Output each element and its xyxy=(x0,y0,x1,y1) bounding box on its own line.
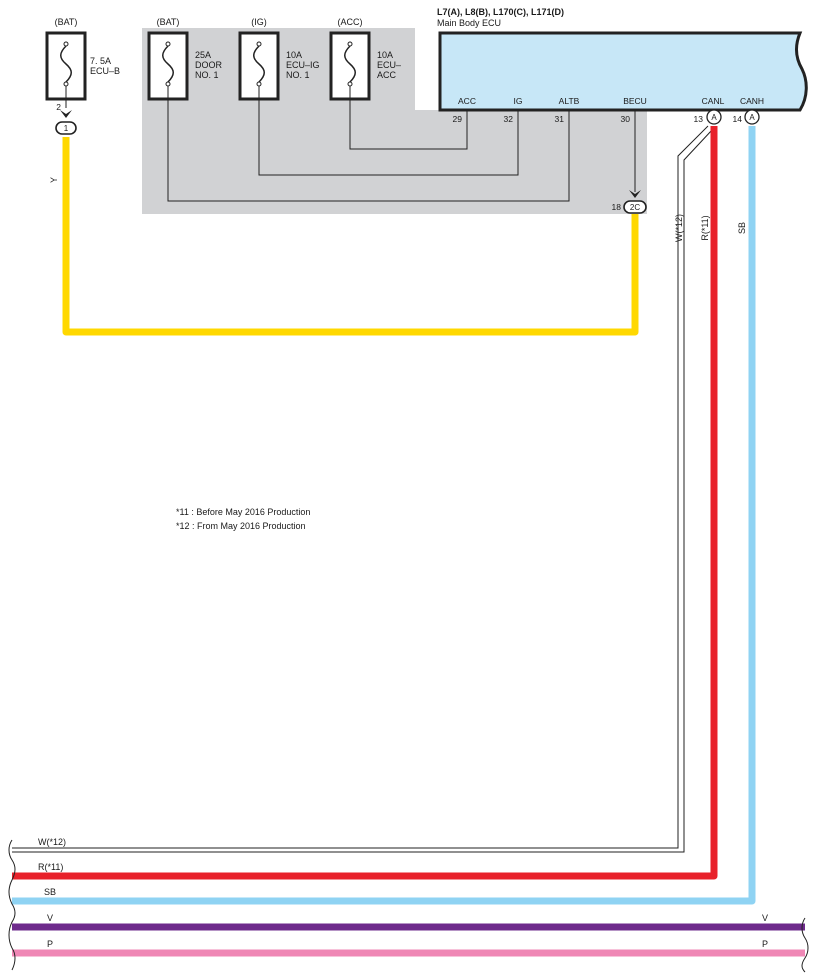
sky-blue-wire xyxy=(12,126,756,905)
pin-number: 29 xyxy=(453,114,463,124)
connector-canh: A xyxy=(744,109,760,125)
terminal-altb: ALTB xyxy=(559,96,580,106)
wire-label-w12: W(*12) xyxy=(674,214,684,242)
internal-wires xyxy=(167,86,636,202)
production-notes: *11 : Before May 2016 Production *12 : F… xyxy=(176,507,310,531)
fuse-name-2: ACC xyxy=(377,70,397,80)
wire-label-v-right: V xyxy=(762,913,768,923)
pin-number: 18 xyxy=(612,202,622,212)
note-12: *12 : From May 2016 Production xyxy=(176,521,306,531)
red-wire xyxy=(12,126,718,880)
fuse-name-2: NO. 1 xyxy=(286,70,310,80)
connector-id: A xyxy=(711,113,717,122)
connector-id: 1 xyxy=(64,124,69,133)
fuse-name: DOOR xyxy=(195,60,223,70)
fuse-supply-label: (BAT) xyxy=(55,17,78,27)
wire-acc xyxy=(349,86,468,150)
wire-label-w12-bottom: W(*12) xyxy=(38,837,66,847)
wire-label-p-left: P xyxy=(47,939,53,949)
wire-ig xyxy=(258,86,519,176)
fuse-name: ECU– xyxy=(377,60,401,70)
fuse-supply-label: (BAT) xyxy=(157,17,180,27)
wire-label-p-right: P xyxy=(762,939,768,949)
wire-altb xyxy=(167,86,570,202)
terminal-canl: CANL xyxy=(702,96,725,106)
wire-label-sb-bottom: SB xyxy=(44,887,56,897)
fuse-name-2: NO. 1 xyxy=(195,70,219,80)
terminal-acc: ACC xyxy=(458,96,476,106)
fuse-rating: 10A xyxy=(377,50,393,60)
fuse-supply-label: (ACC) xyxy=(338,17,363,27)
pin-number: 13 xyxy=(694,114,704,124)
fuse-rating: 7. 5A xyxy=(90,56,111,66)
fuse-name: ECU–IG xyxy=(286,60,320,70)
ecu-name: Main Body ECU xyxy=(437,18,501,28)
junction-ecub: 2 1 xyxy=(55,86,77,135)
pin-number: 31 xyxy=(555,114,565,124)
ecu-connectors: L7(A), L8(B), L170(C), L171(D) xyxy=(437,7,564,17)
ecu-box xyxy=(438,31,808,112)
pin-number: 32 xyxy=(504,114,514,124)
pin-number: 2 xyxy=(56,102,61,112)
fuse-ecu-b: (BAT) 7. 5A ECU–B xyxy=(45,17,120,101)
note-11: *11 : Before May 2016 Production xyxy=(176,507,310,517)
connector-id: A xyxy=(749,113,755,122)
fuse-supply-label: (IG) xyxy=(251,17,267,27)
pin-number: 30 xyxy=(621,114,631,124)
white-wire xyxy=(12,125,713,853)
connector-id: 2C xyxy=(630,203,640,212)
wire-label-y: Y xyxy=(49,177,59,183)
connector-canl: A xyxy=(706,109,722,125)
terminal-becu: BECU xyxy=(623,96,647,106)
right-break-marks xyxy=(801,917,809,973)
wire-label-r11: R(*11) xyxy=(700,215,710,240)
fuse-name: ECU–B xyxy=(90,66,120,76)
wire-label-r11-bottom: R(*11) xyxy=(38,862,63,872)
fuse-rating: 10A xyxy=(286,50,302,60)
left-break-marks xyxy=(8,839,16,971)
fuse-rating: 25A xyxy=(195,50,211,60)
terminal-canh: CANH xyxy=(740,96,764,106)
main-body-ecu: L7(A), L8(B), L170(C), L171(D) Main Body… xyxy=(437,7,808,124)
pin-number: 14 xyxy=(733,114,743,124)
wire-label-v-left: V xyxy=(47,913,53,923)
wire-label-sb: SB xyxy=(737,222,747,234)
terminal-ig: IG xyxy=(514,96,523,106)
yellow-wire xyxy=(62,137,639,336)
junction-becu: 2C 18 xyxy=(612,190,647,214)
